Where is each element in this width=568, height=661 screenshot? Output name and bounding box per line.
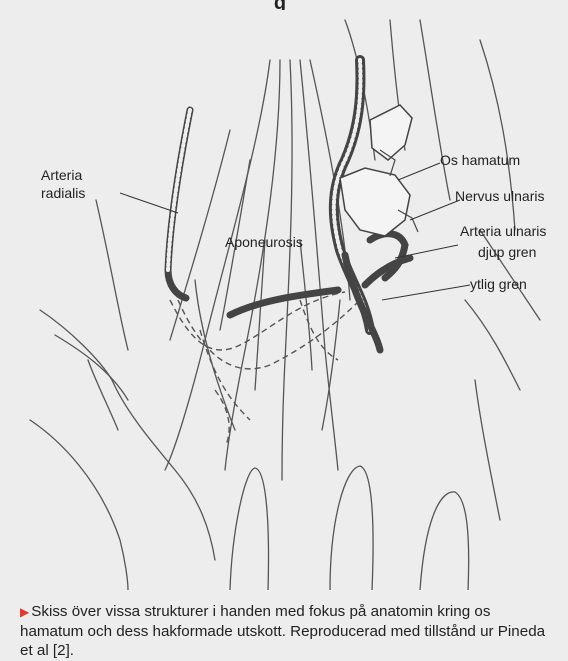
label-arteria-radialis-line2: radialis (41, 184, 85, 202)
caption-marker: ▶ (20, 605, 29, 619)
label-ytlig-gren: ytlig gren (470, 275, 527, 293)
label-djup-gren: djup gren (478, 243, 536, 261)
label-nervus-ulnaris: Nervus ulnaris (455, 187, 544, 205)
label-arteria-ulnaris: Arteria ulnaris (460, 222, 546, 240)
label-arteria-radialis-line1: Arteria (41, 166, 85, 184)
label-aponeurosis: Aponeurosis (225, 233, 303, 251)
hand-anatomy-sketch (0, 0, 568, 590)
label-arteria-radialis: Arteria radialis (41, 166, 85, 202)
fingertips (230, 466, 469, 590)
caption-text: Skiss över vissa strukturer i handen med… (20, 603, 545, 659)
label-os-hamatum: Os hamatum (440, 151, 520, 169)
figure-caption: ▶Skiss över vissa strukturer i handen me… (20, 602, 550, 660)
arteria-radialis-vessel (168, 110, 190, 298)
aponeurosis-fibers (165, 60, 350, 480)
arteria-ulnaris-vessel (230, 234, 410, 350)
